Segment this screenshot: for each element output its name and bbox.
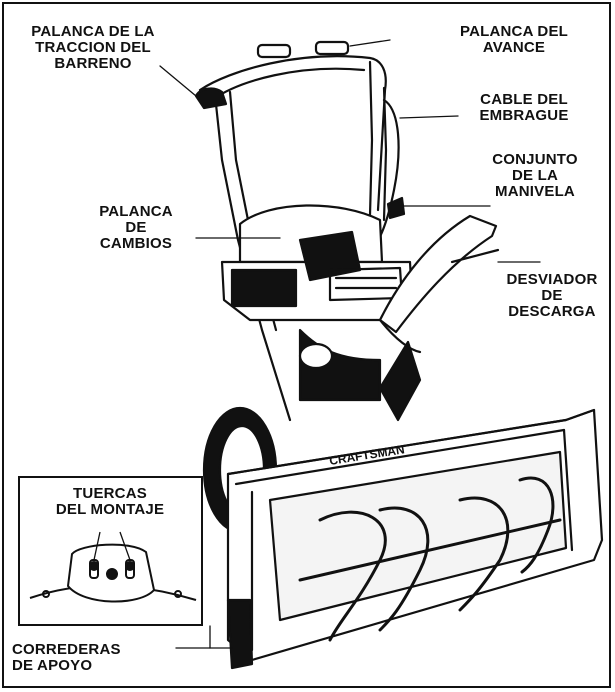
label-skid-shoes: CORREDERAS DE APOYO	[12, 641, 121, 674]
mounting-inset	[18, 476, 203, 626]
auger-blade	[318, 510, 387, 642]
label-shift-lever: PALANCA DE CAMBIOS	[99, 203, 173, 252]
mounting-plate-illustration	[29, 531, 197, 603]
left-handle-rail	[213, 93, 292, 422]
mounting-nut	[89, 561, 99, 571]
label-mounting-nuts: TUERCAS DEL MONTAJE	[55, 485, 165, 518]
skid-shoe	[226, 598, 254, 670]
label-auger-lever: PALANCA DE LA TRACCION DEL BARRENO	[31, 23, 155, 72]
discharge-chute	[378, 214, 498, 334]
label-drive-lever: PALANCA DEL AVANCE	[459, 23, 569, 56]
auger-lever	[194, 87, 228, 110]
label-clutch-cable: CABLE DEL EMBRAGUE	[479, 91, 569, 124]
handlebar	[198, 55, 387, 212]
label-crank-assembly: CONJUNTO DE LA MANIVELA	[492, 151, 578, 200]
right-handle-rail	[368, 60, 374, 217]
crank-assembly	[386, 196, 406, 220]
mounting-nut	[125, 561, 135, 571]
label-discharge-chute: DESVIADOR DE DESCARGA	[506, 271, 598, 320]
